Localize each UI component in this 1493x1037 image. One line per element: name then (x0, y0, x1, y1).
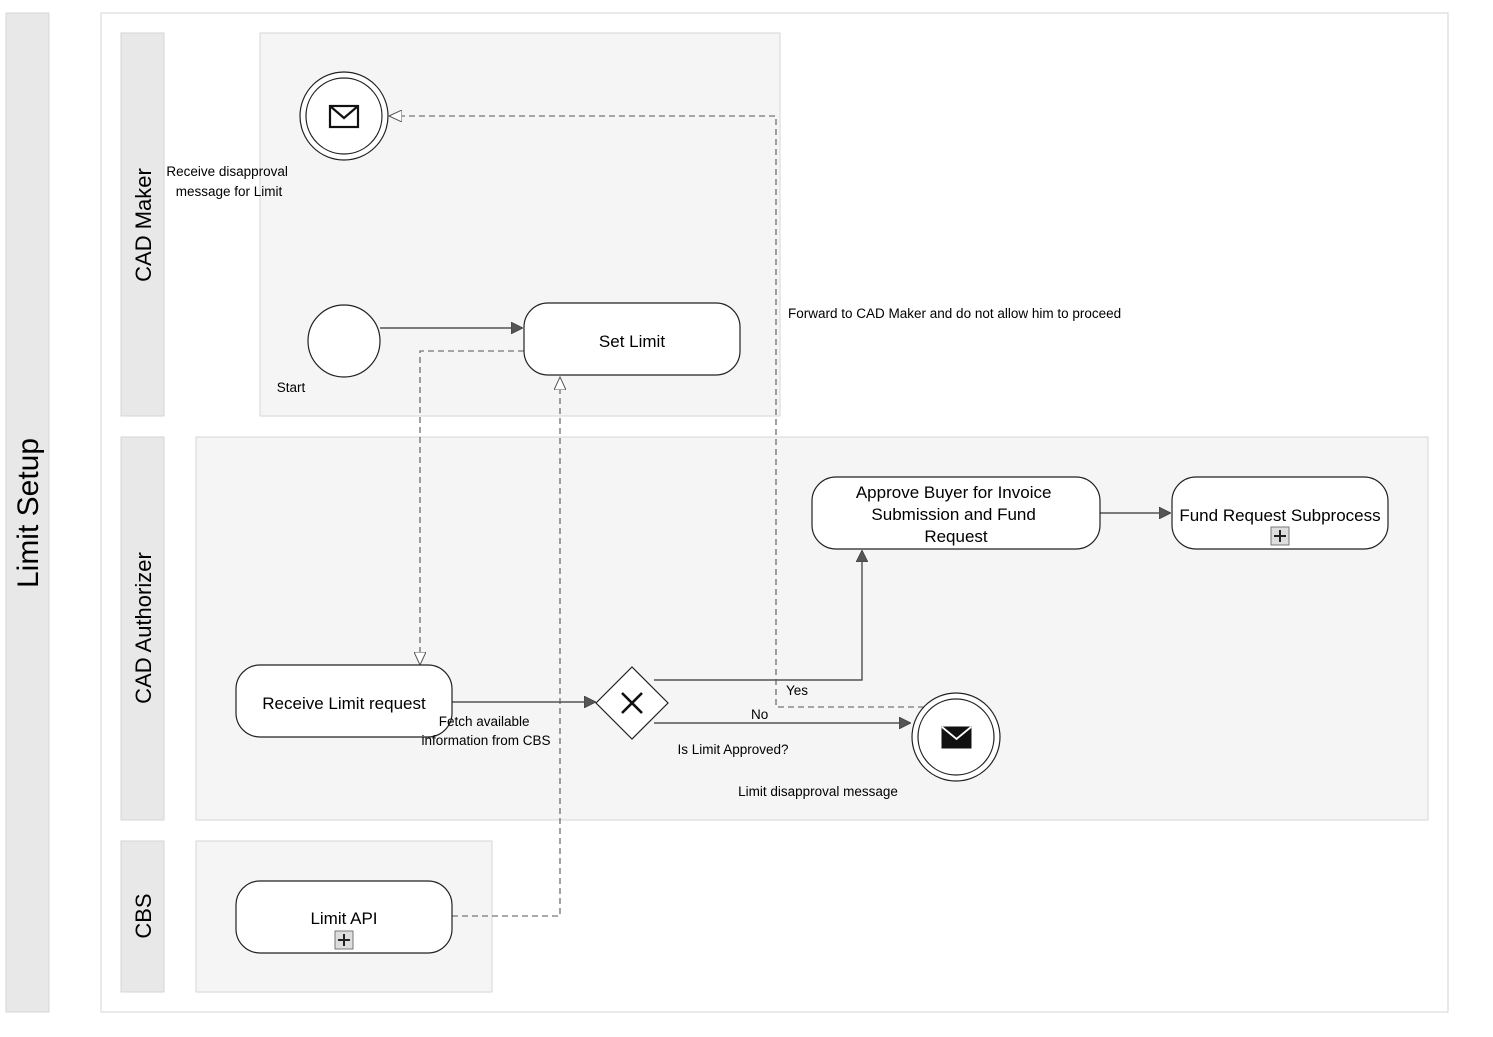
sequence-flows (380, 328, 1170, 723)
subprocess-limit-api-label: Limit API (310, 909, 377, 928)
task-approve-buyer[interactable]: Approve Buyer for Invoice Submission and… (811, 476, 1101, 550)
subprocess-fund-request-label: Fund Request Subprocess (1179, 506, 1380, 525)
envelope-icon (328, 104, 360, 129)
task-approve-buyer-line3: Request (924, 527, 988, 546)
task-set-limit-box (523, 302, 741, 376)
lane-header-cad-maker (120, 32, 165, 417)
expand-plus-icon[interactable] (1270, 526, 1290, 546)
task-approve-buyer-line1: Approve Buyer for Invoice (856, 483, 1052, 502)
lane-title-cad-authorizer: CAD Authorizer (131, 552, 156, 704)
flow-label-yes: Yes (786, 683, 808, 698)
task-set-limit-label: Set Limit (599, 332, 665, 351)
lane-title-cbs: CBS (131, 893, 156, 938)
receive-disapproval-label: Receive disapproval message for Limit (166, 164, 291, 199)
start-event-circle (307, 304, 381, 378)
expand-plus-icon[interactable] (334, 930, 354, 950)
task-set-limit[interactable]: Set Limit (523, 302, 741, 376)
receive-disapproval-label-line1: Receive disapproval (166, 164, 288, 179)
gateway-x-icon (621, 692, 643, 714)
flow-label-fetch-line2: information from CBS (421, 733, 550, 748)
pool-title: Limit Setup (12, 438, 45, 588)
message-flows (389, 116, 924, 917)
task-approve-buyer-line2: Submission and Fund (871, 505, 1035, 524)
subprocess-fund-request[interactable]: Fund Request Subprocess (1171, 476, 1389, 550)
receive-disapproval-event[interactable]: Receive disapproval message for Limit (166, 71, 389, 199)
task-receive-limit-request[interactable]: Receive Limit request (235, 664, 453, 738)
task-approve-buyer-box (811, 476, 1101, 550)
flow-yes[interactable] (654, 551, 862, 681)
lane-title-cad-maker: CAD Maker (131, 168, 156, 282)
message-flow-limit-api-to-set-limit[interactable] (452, 377, 560, 917)
gateway-label: Is Limit Approved? (677, 742, 788, 757)
subprocess-fund-request-box (1171, 476, 1389, 550)
exclusive-gateway[interactable]: Is Limit Approved? (595, 666, 789, 757)
start-event-label: Start (277, 380, 306, 395)
task-receive-limit-request-box (235, 664, 453, 738)
task-approve-buyer-label: Approve Buyer for Invoice Submission and… (856, 483, 1056, 546)
flow-label-forward: Forward to CAD Maker and do not allow hi… (788, 306, 1121, 321)
pool-header (5, 12, 50, 1013)
end-event-label: Limit disapproval message (738, 784, 898, 799)
message-flow-set-limit-to-receive[interactable] (420, 350, 524, 665)
lane-header-cbs (120, 840, 165, 993)
subprocess-limit-api[interactable]: Limit API (235, 880, 453, 954)
receive-disapproval-label-line2: message for Limit (176, 184, 283, 199)
flow-label-fetch: Fetch available information from CBS (421, 714, 550, 748)
subprocess-limit-api-box (235, 880, 453, 954)
lane-header-cad-authorizer (120, 436, 165, 821)
limit-disapproval-end-event[interactable]: Limit disapproval message (738, 692, 1001, 799)
flow-label-no: No (751, 707, 768, 722)
filled-envelope-icon (941, 726, 972, 749)
message-flow-disapproval-to-cad-maker[interactable] (389, 116, 924, 708)
flow-label-fetch-line1: Fetch available (439, 714, 530, 729)
start-event[interactable]: Start (277, 304, 381, 395)
task-receive-limit-request-label: Receive Limit request (262, 694, 426, 713)
